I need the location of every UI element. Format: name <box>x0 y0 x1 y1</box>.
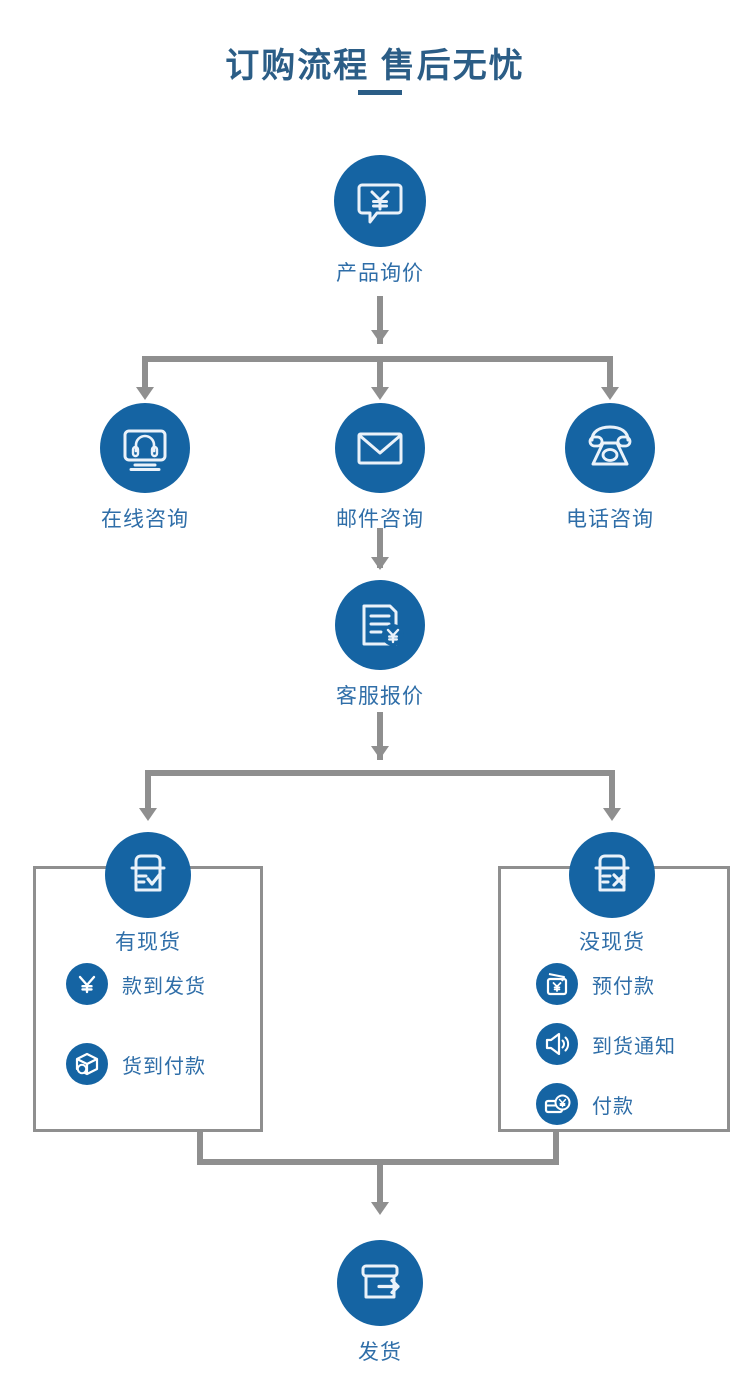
out-of-stock-option-list: 预付款 到货通知 付款 <box>536 963 676 1143</box>
list-item-cash-on-delivery[interactable]: 货到付款 <box>66 1043 206 1085</box>
speaker-announce-icon <box>536 1023 578 1065</box>
list-item-label: 付款 <box>592 1095 634 1118</box>
list-item-label: 预付款 <box>592 975 655 998</box>
envelope-icon <box>335 403 425 493</box>
connector-arrow <box>601 387 619 400</box>
monitor-headset-icon <box>100 403 190 493</box>
connector-arrow <box>139 808 157 821</box>
telephone-icon <box>565 403 655 493</box>
branch-header-out-of-stock[interactable]: 没现货 <box>549 832 675 956</box>
connector-line <box>145 770 151 814</box>
connector-arrow <box>603 808 621 821</box>
connector-arrow <box>371 330 389 343</box>
connector-arrow <box>371 1202 389 1215</box>
wallet-yen-icon <box>536 963 578 1005</box>
speech-bubble-yen-icon <box>334 155 426 247</box>
node-phone-consult[interactable]: 电话咨询 <box>547 403 673 533</box>
list-item-label: 到货通知 <box>592 1035 676 1058</box>
branch-label: 有现货 <box>115 931 181 954</box>
node-label: 邮件咨询 <box>336 508 424 531</box>
list-item-arrival-notice[interactable]: 到货通知 <box>536 1023 676 1065</box>
list-item-label: 货到付款 <box>122 1055 206 1078</box>
list-item-label: 款到发货 <box>122 975 206 998</box>
branch-label: 没现货 <box>579 931 645 954</box>
connector-arrow <box>136 387 154 400</box>
node-label: 客服报价 <box>336 685 424 708</box>
box-cross-icon <box>569 832 655 918</box>
connector-split-bar-bottom <box>145 770 615 776</box>
connector-line <box>377 712 383 760</box>
connector-line <box>607 356 613 394</box>
cube-box-icon <box>66 1043 108 1085</box>
list-item-payment-first[interactable]: 款到发货 <box>66 963 206 1005</box>
node-label: 电话咨询 <box>566 508 654 531</box>
box-arrow-out-icon <box>337 1240 423 1326</box>
connector-line <box>609 770 615 814</box>
connector-line <box>377 1159 383 1209</box>
title-underline-accent <box>358 90 402 95</box>
card-yen-icon <box>536 1083 578 1125</box>
list-item-payment[interactable]: 付款 <box>536 1083 676 1125</box>
node-label: 产品询价 <box>336 262 424 285</box>
yen-circle-icon <box>66 963 108 1005</box>
connector-line <box>553 1129 559 1165</box>
node-label: 发货 <box>358 1341 402 1364</box>
node-online-consult[interactable]: 在线咨询 <box>82 403 208 533</box>
connector-arrow <box>371 746 389 759</box>
node-shipment[interactable]: 发货 <box>317 1240 443 1366</box>
page-title: 订购流程 售后无忧 <box>225 47 525 85</box>
node-product-inquiry[interactable]: 产品询价 <box>315 155 445 287</box>
connector-line <box>142 356 148 394</box>
list-item-prepayment[interactable]: 预付款 <box>536 963 676 1005</box>
connector-line <box>377 356 383 394</box>
in-stock-option-list: 款到发货 货到付款 <box>66 963 206 1103</box>
box-check-icon <box>105 832 191 918</box>
document-yen-icon <box>335 580 425 670</box>
node-email-consult[interactable]: 邮件咨询 <box>317 403 443 533</box>
connector-line <box>377 296 383 344</box>
connector-line <box>377 528 383 568</box>
branch-header-in-stock[interactable]: 有现货 <box>85 832 211 956</box>
connector-line <box>197 1129 203 1165</box>
connector-arrow <box>371 557 389 570</box>
connector-arrow <box>371 387 389 400</box>
node-label: 在线咨询 <box>101 508 189 531</box>
node-service-quote[interactable]: 客服报价 <box>317 580 443 710</box>
